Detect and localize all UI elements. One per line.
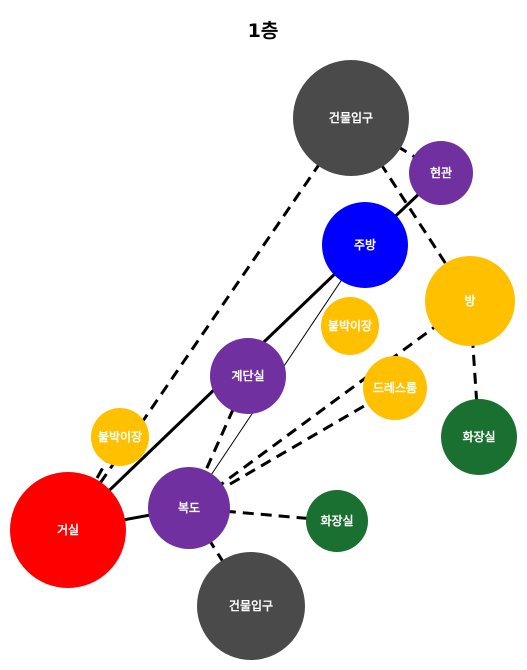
node-circle-entrance_top bbox=[293, 60, 409, 176]
node-label-bath_right: 화장실 bbox=[462, 429, 495, 444]
node-label-entrance_top: 건물입구 bbox=[329, 110, 373, 125]
node-label-closet_top: 붙박이장 bbox=[328, 318, 372, 333]
node-label-closet_left: 붙박이장 bbox=[98, 429, 142, 444]
node-label-bath_mid: 화장실 bbox=[320, 513, 353, 528]
node-circle-geosil bbox=[10, 472, 126, 588]
edge-bang-bokdo bbox=[188, 299, 471, 510]
node-label-entrance_bottom: 건물입구 bbox=[229, 598, 273, 613]
node-jubang: 주방 bbox=[322, 202, 408, 288]
node-gyedansil: 계단실 bbox=[210, 338, 286, 414]
node-closet_left: 붙박이장 bbox=[91, 408, 149, 466]
node-label-jubang: 주방 bbox=[354, 237, 376, 252]
node-label-geosil: 거실 bbox=[57, 522, 79, 537]
node-bath_mid: 화장실 bbox=[306, 490, 368, 552]
node-hyeongwan: 현관 bbox=[409, 141, 473, 205]
diagram-title: 1층 bbox=[248, 20, 279, 42]
node-circle-bokdo bbox=[148, 467, 230, 549]
node-closet_top: 붙박이장 bbox=[321, 297, 379, 355]
node-label-bang: 방 bbox=[464, 293, 475, 308]
node-label-dressroom: 드레스룸 bbox=[373, 380, 417, 395]
node-circle-jubang bbox=[322, 202, 408, 288]
node-label-gyedansil: 계단실 bbox=[231, 368, 264, 383]
node-bokdo: 복도 bbox=[148, 467, 230, 549]
node-circle-hyeongwan bbox=[409, 141, 473, 205]
node-bang: 방 bbox=[425, 256, 515, 346]
node-geosil: 거실 bbox=[10, 472, 126, 588]
node-circle-closet_left bbox=[91, 408, 149, 466]
node-circle-gyedansil bbox=[210, 338, 286, 414]
node-label-bokdo: 복도 bbox=[178, 501, 200, 515]
edge-entrance_top-geosil bbox=[66, 117, 353, 531]
node-circle-bath_mid bbox=[306, 490, 368, 552]
node-label-hyeongwan: 현관 bbox=[430, 165, 452, 180]
node-circle-bang bbox=[425, 256, 515, 346]
node-circle-closet_top bbox=[321, 297, 379, 355]
node-entrance_top: 건물입구 bbox=[293, 60, 409, 176]
node-circle-dressroom bbox=[363, 356, 427, 420]
node-circle-bath_right bbox=[441, 399, 517, 475]
node-circle-entrance_bottom bbox=[197, 552, 305, 660]
node-entrance_bottom: 건물입구 bbox=[197, 552, 305, 660]
node-bath_right: 화장실 bbox=[441, 399, 517, 475]
node-dressroom: 드레스룸 bbox=[363, 356, 427, 420]
